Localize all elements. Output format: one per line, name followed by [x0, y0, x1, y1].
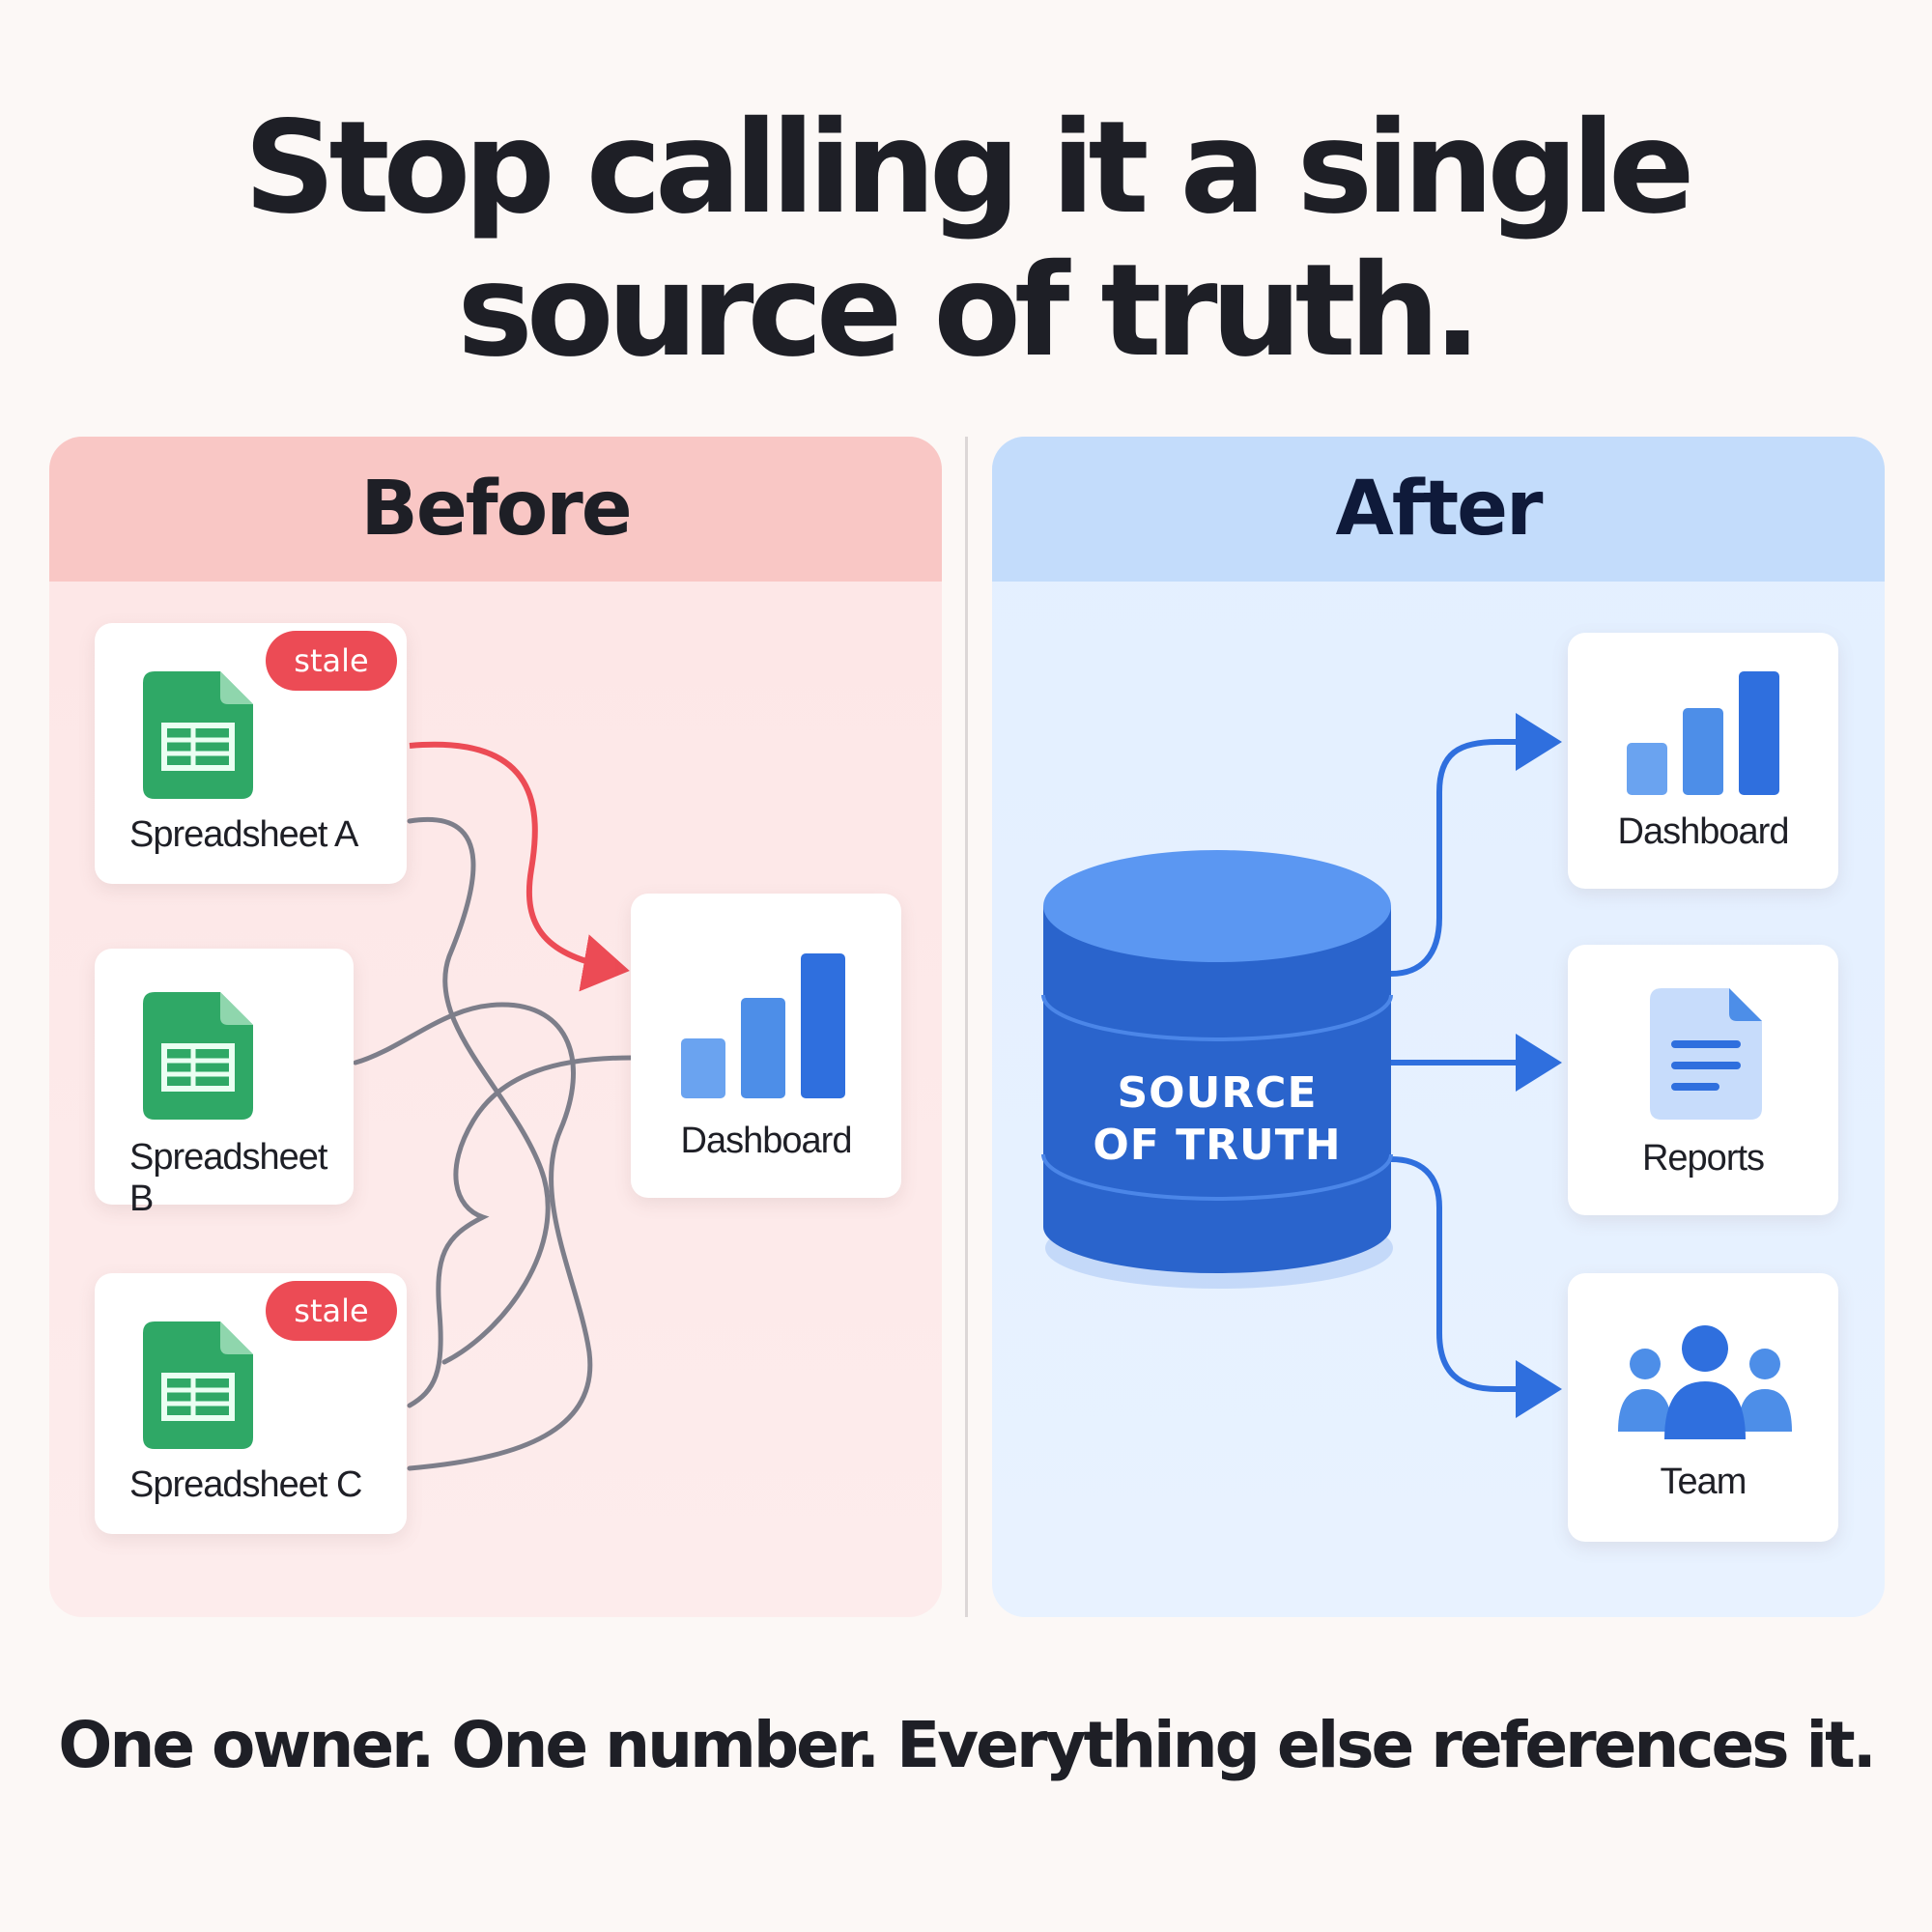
reports-label: Reports: [1641, 1138, 1765, 1179]
panel-divider: [965, 437, 968, 1617]
spreadsheet-c-label: Spreadsheet C: [129, 1464, 362, 1505]
stale-badge: stale: [266, 631, 397, 691]
spreadsheet-a-card[interactable]: stale Spreadsheet A: [95, 623, 407, 884]
headline-line-1: Stop calling it a single: [243, 94, 1694, 242]
document-icon: [1650, 988, 1762, 1120]
stale-badge: stale: [266, 1281, 397, 1341]
after-panel-title: After: [992, 437, 1885, 582]
spreadsheet-icon: [143, 1321, 253, 1449]
headline: Stop calling it a single source of truth…: [0, 97, 1932, 383]
reports-card[interactable]: Reports: [1568, 945, 1838, 1215]
spreadsheet-a-label: Spreadsheet A: [129, 814, 358, 855]
team-card[interactable]: Team: [1568, 1273, 1838, 1542]
spreadsheet-b-card[interactable]: Spreadsheet B: [95, 949, 354, 1219]
team-label: Team: [1660, 1462, 1747, 1502]
before-dashboard-card[interactable]: Dashboard: [631, 894, 901, 1198]
before-dashboard-label: Dashboard: [680, 1121, 853, 1161]
people-icon: [1618, 1325, 1792, 1439]
bar-chart-icon: [681, 953, 845, 1098]
after-dashboard-card[interactable]: Dashboard: [1568, 633, 1838, 889]
spreadsheet-b-label: Spreadsheet B: [129, 1137, 328, 1219]
before-panel-title: Before: [49, 437, 942, 582]
spreadsheet-icon: [143, 671, 253, 799]
source-of-truth-label: SOURCE OF TRUTH: [1043, 1067, 1391, 1172]
bar-chart-icon: [1627, 671, 1779, 795]
spreadsheet-c-card[interactable]: stale Spreadsheet C: [95, 1273, 407, 1534]
tagline: One owner. One number. Everything else r…: [58, 1708, 1877, 1782]
source-line-1: SOURCE: [1117, 1068, 1318, 1118]
spreadsheet-icon: [143, 992, 253, 1120]
source-line-2: OF TRUTH: [1093, 1121, 1342, 1170]
headline-line-2: source of truth.: [457, 237, 1482, 385]
after-dashboard-label: Dashboard: [1617, 811, 1790, 852]
